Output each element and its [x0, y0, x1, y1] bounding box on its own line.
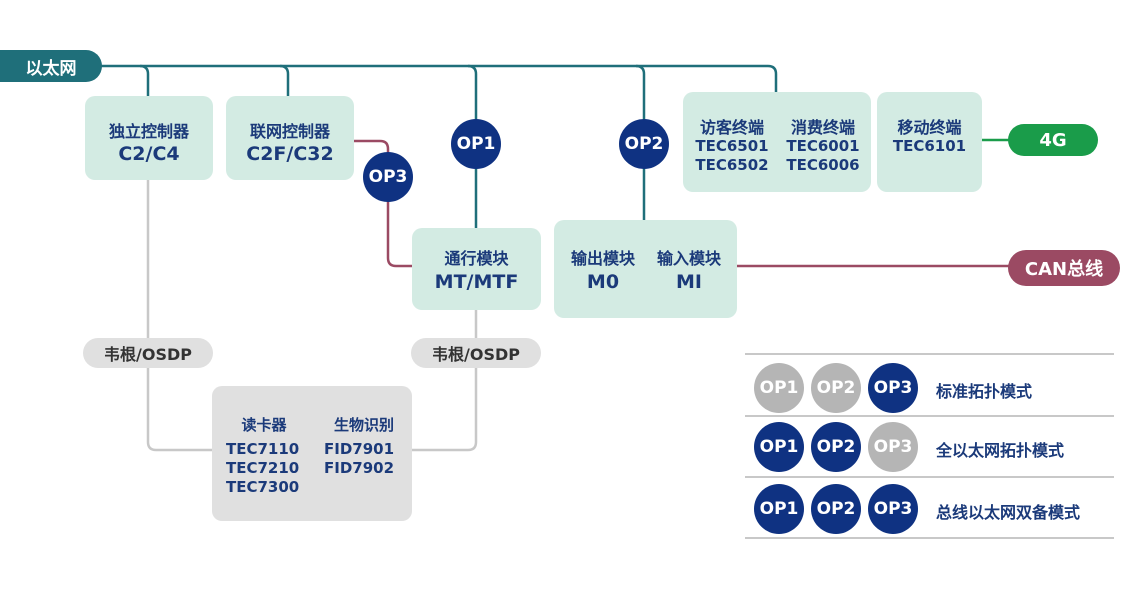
- op3-label: OP3: [368, 167, 408, 187]
- op1-node: OP1: [451, 119, 501, 169]
- legend-op-label: OP2: [816, 378, 856, 398]
- card-reader-model-3: TEC7300: [226, 478, 300, 496]
- output-module-model: M0: [586, 271, 620, 293]
- legend-divider: [745, 415, 1114, 417]
- consumption-terminal-model-2: TEC6006: [786, 156, 860, 174]
- mobile-terminal-name: 移动终端: [897, 118, 962, 137]
- op3-node: OP3: [363, 152, 413, 202]
- legend-row3-op1: OP1: [754, 484, 804, 534]
- input-module-model: MI: [676, 271, 702, 293]
- networked-controller-name: 联网控制器: [249, 122, 330, 141]
- op1-label: OP1: [456, 134, 496, 154]
- visitor-terminal-name: 访客终端: [699, 118, 764, 137]
- biometric-name: 生物识别: [333, 416, 394, 434]
- biometric-model-2: FID7902: [324, 459, 395, 477]
- legend-row3-op2: OP2: [811, 484, 861, 534]
- input-module-name: 输入模块: [656, 249, 721, 268]
- output-module-name: 输出模块: [570, 249, 635, 268]
- op2-node: OP2: [619, 119, 669, 169]
- can-lines: [352, 139, 1012, 268]
- legend-row2-label: 全以太网拓扑模式: [936, 441, 1065, 460]
- legend-op-label: OP1: [759, 499, 799, 519]
- legend-row2-op2: OP2: [811, 422, 861, 472]
- legend-row3-label: 总线以太网双备模式: [936, 503, 1081, 522]
- biometric-model-1: FID7901: [324, 440, 395, 458]
- networked-controller-model: C2F/C32: [246, 143, 334, 165]
- legend-row1-op1: OP1: [754, 363, 804, 413]
- io-module-box: 输出模块 M0 输入模块 MI: [554, 220, 737, 318]
- card-reader-name: 读卡器: [241, 416, 287, 434]
- legend-row3-op3: OP3: [868, 484, 918, 534]
- legend-op-label: OP1: [759, 437, 799, 457]
- g4-pill: 4G: [1008, 124, 1098, 156]
- legend-op-label: OP2: [816, 499, 856, 519]
- mobile-terminal-model: TEC6101: [892, 137, 967, 155]
- g4-label: 4G: [1039, 129, 1067, 151]
- access-module-box: 通行模块 MT/MTF: [412, 228, 541, 310]
- consumption-terminal-name: 消费终端: [790, 118, 855, 137]
- legend-divider: [745, 476, 1114, 478]
- legend-row2-op3: OP3: [868, 422, 918, 472]
- wiegand-osdp-tag-left: 韦根/OSDP: [83, 338, 213, 368]
- legend-op-label: OP3: [873, 378, 913, 398]
- wiegand-lines: [146, 180, 478, 452]
- legend-row1-op2: OP2: [811, 363, 861, 413]
- legend-op-label: OP2: [816, 437, 856, 457]
- access-module-name: 通行模块: [444, 249, 509, 268]
- legend-op-label: OP3: [873, 437, 913, 457]
- networked-controller-box: 联网控制器 C2F/C32: [226, 96, 354, 180]
- visitor-terminal-model-1: TEC6501: [695, 137, 769, 155]
- legend-op-label: OP1: [759, 378, 799, 398]
- legend-row1-label: 标准拓扑模式: [936, 382, 1033, 401]
- legend-row1-op3: OP3: [868, 363, 918, 413]
- can-bus-label: CAN总线: [1024, 259, 1104, 280]
- standalone-controller-box: 独立控制器 C2/C4: [85, 96, 213, 180]
- consumption-terminal-model-1: TEC6001: [786, 137, 860, 155]
- card-reader-model-2: TEC7210: [226, 459, 300, 477]
- wiegand-osdp-label-left: 韦根/OSDP: [104, 345, 192, 364]
- legend-divider: [745, 537, 1114, 539]
- legend-divider: [745, 353, 1114, 355]
- card-reader-model-1: TEC7110: [226, 440, 300, 458]
- standalone-controller-name: 独立控制器: [108, 122, 189, 141]
- standalone-controller-model: C2/C4: [118, 143, 180, 165]
- wiegand-osdp-tag-right: 韦根/OSDP: [411, 338, 541, 368]
- visitor-terminal-model-2: TEC6502: [695, 156, 769, 174]
- mobile-terminal-box: 移动终端 TEC6101: [877, 92, 982, 192]
- can-bus-pill: CAN总线: [1008, 250, 1120, 286]
- op2-label: OP2: [624, 134, 664, 154]
- ethernet-pill: 以太网: [0, 50, 102, 82]
- ethernet-lines: [100, 64, 778, 228]
- reader-biometric-box: 读卡器 TEC7110 TEC7210 TEC7300 生物识别 FID7901…: [212, 386, 412, 521]
- wiegand-osdp-label-right: 韦根/OSDP: [432, 345, 520, 364]
- visitor-consumption-box: 访客终端 TEC6501 TEC6502 消费终端 TEC6001 TEC600…: [683, 92, 871, 192]
- access-module-model: MT/MTF: [434, 271, 519, 293]
- legend-row2-op1: OP1: [754, 422, 804, 472]
- ethernet-label: 以太网: [25, 58, 77, 79]
- legend-op-label: OP3: [873, 499, 913, 519]
